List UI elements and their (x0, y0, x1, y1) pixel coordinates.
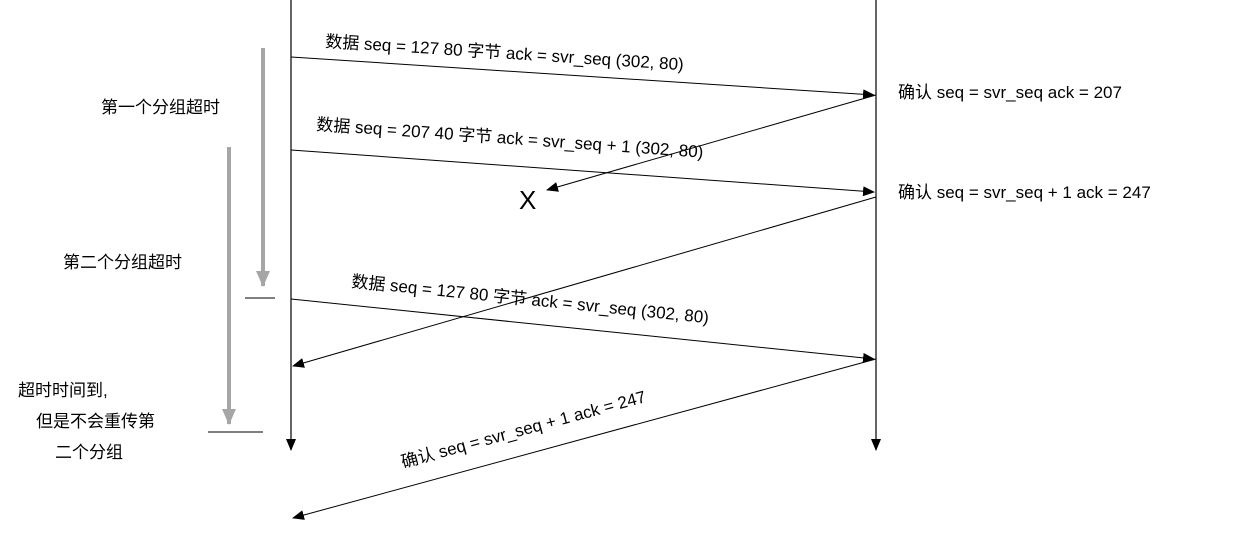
data1-label: 数据 seq = 127 80 字节 ack = svr_seq (302, 8… (325, 32, 685, 74)
ack1-label: 确认 seq = svr_seq ack = 207 (898, 83, 1122, 102)
timeout-expired-line1: 超时时间到, (18, 381, 108, 400)
data1-arrow (290, 56, 875, 100)
data2-arrow (290, 149, 875, 197)
second-timeout-label: 第二个分组超时 (63, 253, 182, 272)
timeout-expired-line3: 二个分组 (55, 443, 123, 462)
ack1-arrow (546, 94, 877, 192)
data3-label: 数据 seq = 127 80 字节 ack = svr_seq (302, 8… (351, 272, 710, 327)
data3-arrow (290, 298, 875, 363)
timeout-expired-line2: 但是不会重传第 (36, 412, 155, 431)
lost-packet-mark: X (519, 185, 536, 215)
ack3-arrow (292, 358, 877, 520)
ack3-label: 确认 seq = svr_seq + 1 ack = 247 (399, 387, 648, 472)
first-timeout-label: 第一个分组超时 (101, 98, 220, 117)
ack2-arrow (292, 196, 877, 368)
ack2-label: 确认 seq = svr_seq + 1 ack = 247 (898, 183, 1151, 202)
data2-label: 数据 seq = 207 40 字节 ack = svr_seq + 1 (30… (316, 115, 704, 162)
